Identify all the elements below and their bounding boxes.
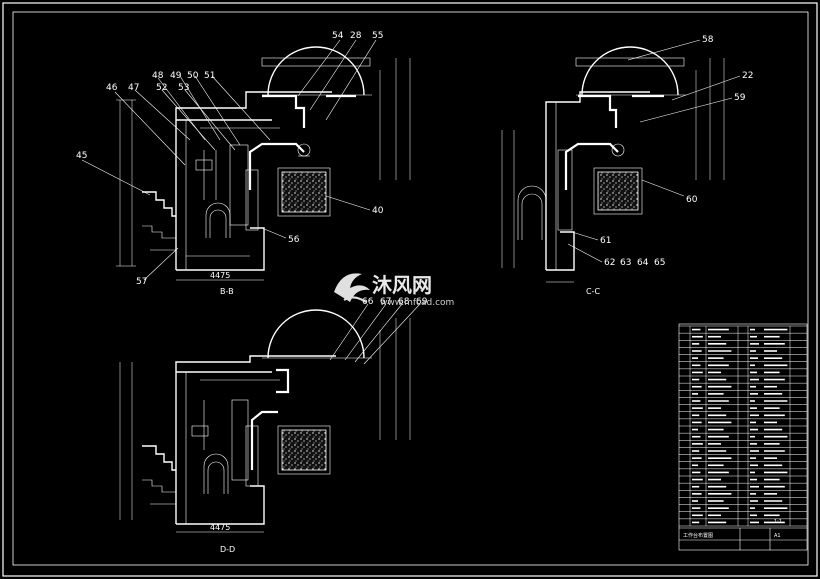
- watermark-url: www.mfcad.com: [380, 298, 454, 308]
- view-c-c: 58 22 59 60 61 62 63 64 65 C-C: [501, 35, 753, 296]
- watermark-text: 沐风网: [372, 273, 432, 297]
- label-61: 61: [600, 236, 611, 246]
- caption-c-c: C-C: [586, 287, 600, 296]
- view-d-d: 66 67 68 69 4475 D-D: [119, 297, 428, 554]
- label-67: 67: [380, 297, 391, 307]
- label-28: 28: [350, 31, 362, 41]
- label-46: 46: [106, 83, 118, 93]
- label-57: 57: [136, 277, 147, 287]
- label-60: 60: [686, 195, 698, 205]
- view-b-b: 45 46 47 48 49 50 51 52 53 54 28 55 40 5…: [76, 31, 411, 296]
- title-block: 工作台布置图 A1 1:1: [678, 323, 808, 551]
- label-65: 65: [654, 258, 665, 268]
- drawing-frame: [12, 11, 809, 566]
- label-48: 48: [152, 71, 164, 81]
- label-69: 69: [416, 297, 428, 307]
- dim-4475-d: 4475: [210, 523, 230, 532]
- title-block-frame: [678, 323, 808, 551]
- dome-cap-b: [261, 57, 371, 67]
- label-59: 59: [734, 93, 746, 103]
- dome-d: [267, 309, 365, 359]
- title-block-scale: 1:1: [774, 519, 782, 525]
- caption-b-b: B-B: [220, 287, 234, 296]
- label-52: 52: [156, 83, 167, 93]
- label-63: 63: [620, 258, 631, 268]
- label-49: 49: [170, 71, 182, 81]
- label-54: 54: [332, 31, 344, 41]
- label-66: 66: [362, 297, 374, 307]
- dim-4475-b: 4475: [210, 271, 230, 280]
- label-51: 51: [204, 71, 215, 81]
- label-55: 55: [372, 31, 383, 41]
- label-50: 50: [187, 71, 199, 81]
- label-45: 45: [76, 151, 87, 161]
- label-22: 22: [742, 71, 753, 81]
- dome-c: [581, 46, 679, 96]
- label-40: 40: [372, 206, 384, 216]
- title-block-sheet: A1: [774, 533, 781, 539]
- label-58: 58: [702, 35, 714, 45]
- watermark: 沐风网 www.mfcad.com: [334, 273, 454, 308]
- parts-list-rows: [679, 325, 807, 527]
- label-64: 64: [637, 258, 649, 268]
- label-68: 68: [398, 297, 410, 307]
- label-53: 53: [178, 83, 189, 93]
- label-62: 62: [604, 258, 615, 268]
- title-block-caption: 工作台布置图: [683, 532, 713, 539]
- watermark-logo-icon: [334, 273, 370, 303]
- label-47: 47: [128, 83, 139, 93]
- caption-d-d: D-D: [220, 545, 235, 554]
- label-56: 56: [288, 235, 300, 245]
- dome-b: [267, 46, 365, 96]
